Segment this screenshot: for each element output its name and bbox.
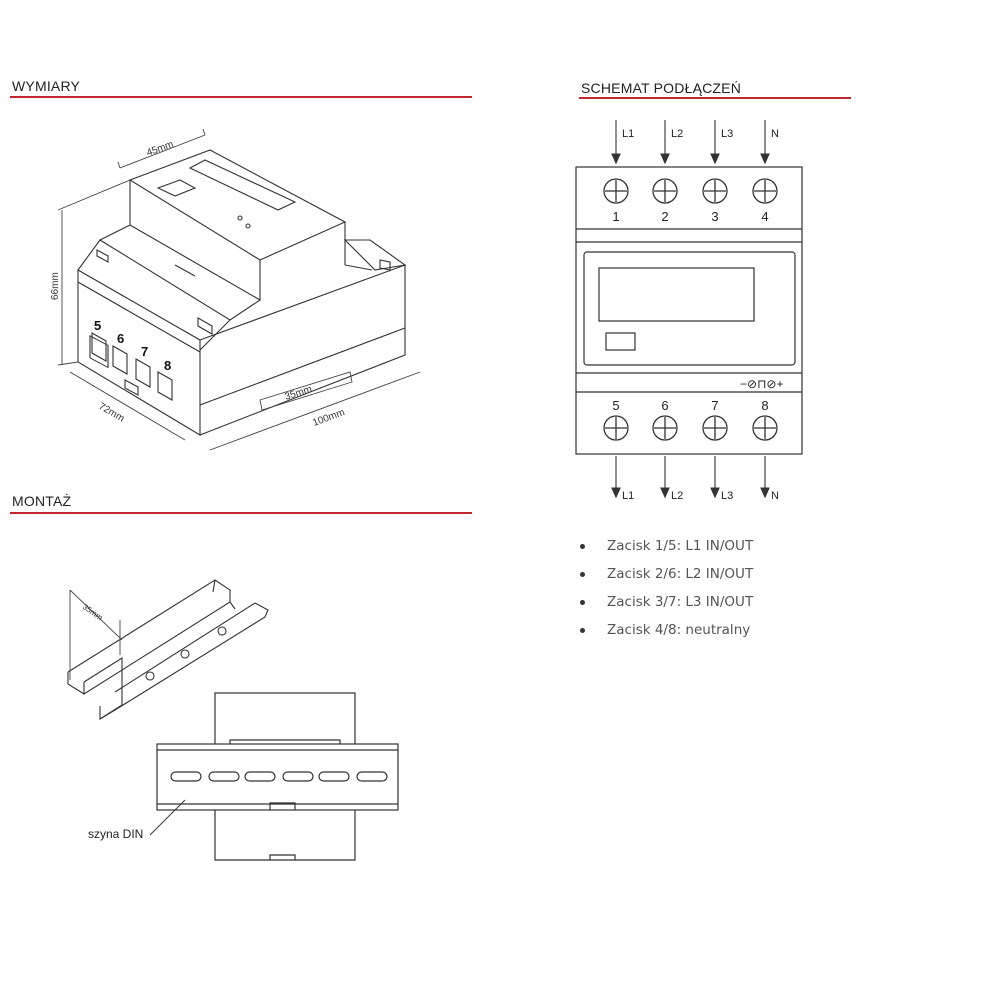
terminal-number-1: 1	[612, 209, 619, 224]
screw-icon	[752, 178, 778, 204]
legend-text: Zacisk 2/6: L2 IN/OUT	[607, 566, 754, 582]
dim-terminal-7: 7	[141, 344, 148, 359]
terminal-number-5: 5	[612, 398, 619, 413]
dimensions-title-rule	[10, 96, 472, 98]
bullet-icon	[580, 627, 585, 633]
dim-terminal-5: 5	[94, 318, 101, 333]
mounting-title-rule	[10, 512, 472, 514]
dim-terminal-6: 6	[117, 331, 124, 346]
terminal-number-7: 7	[711, 398, 718, 413]
legend-item: Zacisk 1/5: L1 IN/OUT	[580, 535, 753, 563]
screw-icon	[652, 178, 678, 204]
terminal-number-2: 2	[661, 209, 668, 224]
mounting-title: MONTAŻ	[12, 493, 72, 509]
output-label-l1: L1	[622, 490, 634, 502]
bullet-icon	[580, 571, 585, 577]
legend-item: Zacisk 4/8: neutralny	[580, 619, 753, 647]
dim-terminal-8: 8	[164, 358, 171, 373]
terminal-number-6: 6	[661, 398, 668, 413]
input-label-l3: L3	[721, 128, 733, 140]
din-rail-label: szyna DIN	[88, 827, 143, 841]
legend-item: Zacisk 2/6: L2 IN/OUT	[580, 563, 753, 591]
legend-text: Zacisk 3/7: L3 IN/OUT	[607, 594, 754, 610]
dim-height: 66mm	[50, 272, 61, 300]
input-label-l1: L1	[622, 128, 634, 140]
bullet-icon	[580, 599, 585, 605]
wiring-title: SCHEMAT PODŁĄCZEŃ	[581, 80, 742, 96]
dimensions-title: WYMIARY	[12, 78, 81, 94]
terminal-number-4: 4	[761, 209, 768, 224]
legend-item: Zacisk 3/7: L3 IN/OUT	[580, 591, 753, 619]
output-label-l3: L3	[721, 490, 733, 502]
legend-text: Zacisk 4/8: neutralny	[607, 622, 751, 638]
input-label-l2: L2	[671, 128, 683, 140]
screw-icon	[652, 415, 678, 441]
screw-icon	[702, 415, 728, 441]
terminal-number-8: 8	[761, 398, 768, 413]
screw-icon	[702, 178, 728, 204]
screw-icon	[603, 178, 629, 204]
terminal-number-3: 3	[711, 209, 718, 224]
terminal-legend: Zacisk 1/5: L1 IN/OUT Zacisk 2/6: L2 IN/…	[580, 535, 753, 647]
screw-icon	[603, 415, 629, 441]
output-label-l2: L2	[671, 490, 683, 502]
legend-text: Zacisk 1/5: L1 IN/OUT	[607, 538, 754, 554]
pulse-output-label: −⊘⊓⊘+	[740, 377, 784, 391]
input-label-n: N	[771, 128, 779, 140]
output-label-n: N	[771, 490, 779, 502]
wiring-title-rule	[579, 97, 851, 99]
bullet-icon	[580, 543, 585, 549]
screw-icon	[752, 415, 778, 441]
